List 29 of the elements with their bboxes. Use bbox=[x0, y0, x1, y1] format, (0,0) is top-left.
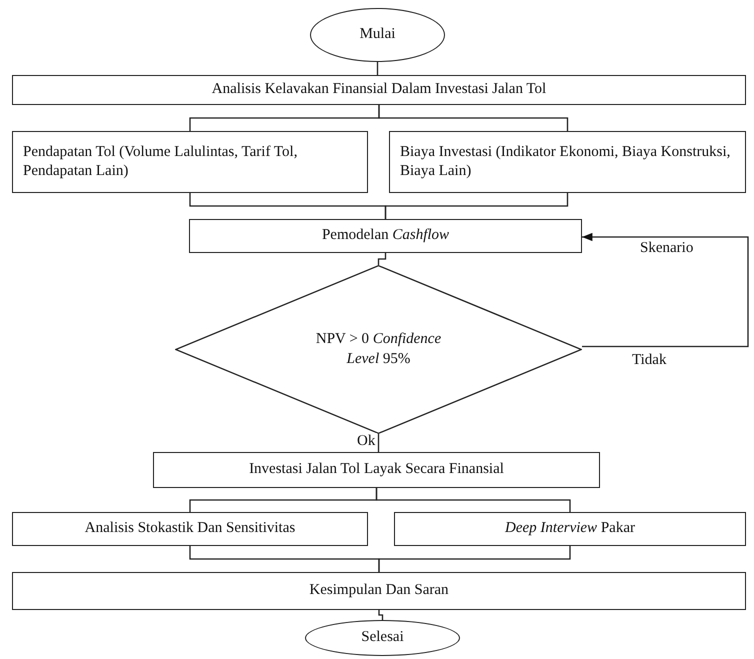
connector bbox=[378, 434, 380, 452]
connector bbox=[378, 105, 568, 131]
connector bbox=[582, 232, 749, 348]
process-box bbox=[389, 131, 746, 193]
connector bbox=[384, 193, 568, 219]
node-text: Biaya Investasi (Indikator Ekonomi, Biaya Konstruksi, Biaya Lain) bbox=[400, 142, 732, 181]
process-box bbox=[12, 75, 746, 105]
connector bbox=[378, 546, 571, 572]
process-box bbox=[12, 512, 368, 546]
connector bbox=[376, 62, 378, 75]
connector bbox=[376, 488, 571, 512]
node-text: Analisis Kelavakan Finansial Dalam Investasi Jalan Tol bbox=[212, 80, 546, 100]
connector bbox=[378, 253, 386, 265]
decision-diamond bbox=[175, 265, 582, 434]
node-text: Analisis Stokastik Dan Sensitivitas bbox=[84, 519, 296, 538]
process-box bbox=[394, 512, 746, 546]
node-text: Selesai bbox=[361, 628, 404, 648]
node-text: Pemodelan Cashflow bbox=[322, 226, 450, 246]
process-box bbox=[189, 219, 582, 253]
node-text: Kesimpulan Dan Saran bbox=[309, 581, 449, 600]
node-text: Mulai bbox=[360, 25, 396, 44]
node-text: Investasi Jalan Tol Layak Secara Finansial bbox=[249, 460, 504, 480]
process-box bbox=[12, 131, 368, 193]
node-text: Pendapatan Tol (Volume Lalulintas, Tarif Tol, Pendapatan Lain) bbox=[23, 142, 298, 181]
process-box bbox=[153, 452, 600, 488]
connector bbox=[378, 610, 384, 620]
process-box bbox=[12, 572, 746, 610]
node-text: NPV > 0 Confidence Level 95% bbox=[314, 330, 442, 368]
node-text: Deep Interview Pakar bbox=[505, 519, 635, 538]
